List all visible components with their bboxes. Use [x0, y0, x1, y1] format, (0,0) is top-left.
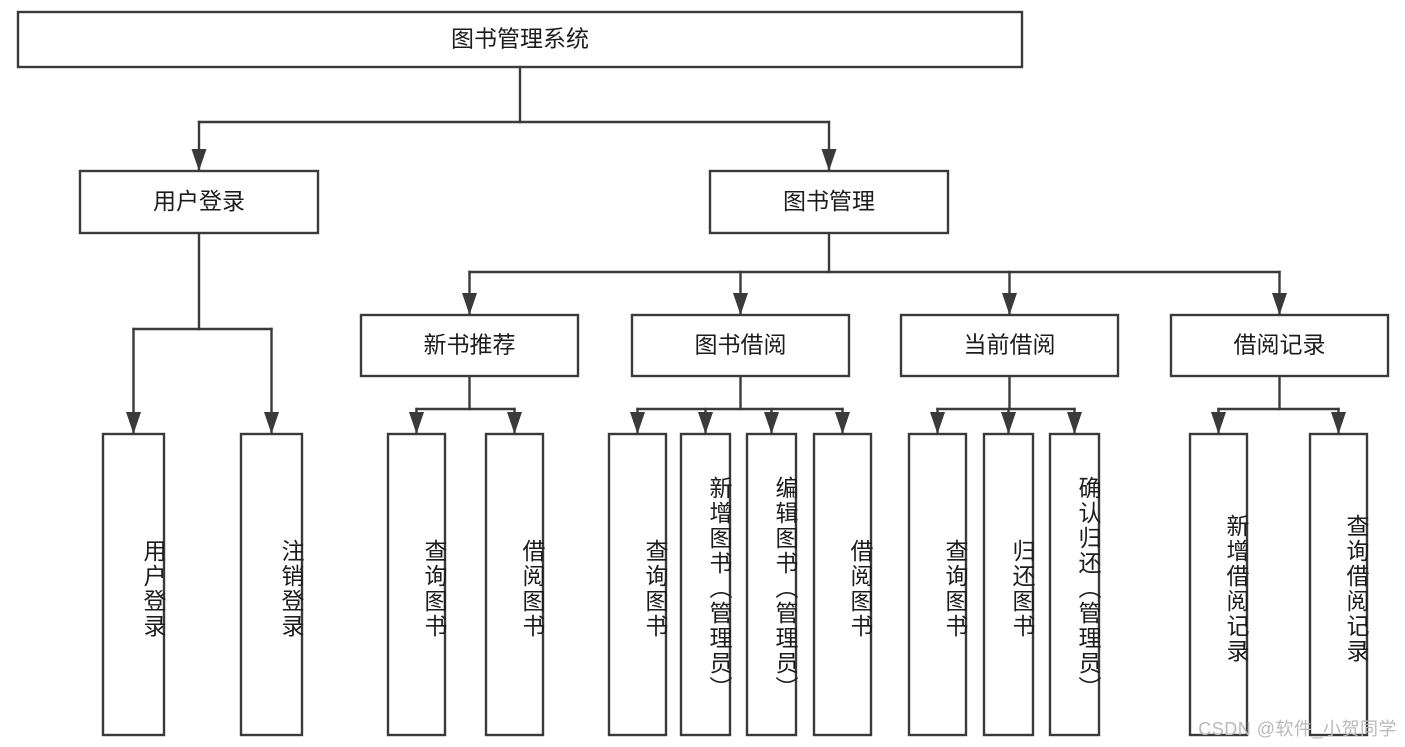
edge-arrowhead — [409, 412, 424, 434]
edge-arrowhead — [630, 412, 645, 434]
edge-arrowhead — [264, 412, 279, 434]
node-level2-借阅记录[interactable] — [1169, 313, 1390, 378]
node-label-level2-2: 当前借阅 — [964, 332, 1056, 358]
edge-arrowhead — [698, 412, 713, 434]
edge-arrowhead — [507, 412, 522, 434]
node-leaf-9-归还图书[interactable] — [982, 432, 1035, 737]
node-leaf-5-新增图书管理员[interactable] — [679, 432, 732, 737]
connector-edges-layer — [126, 65, 1346, 435]
node-leaf-11-新增借阅记录[interactable] — [1188, 432, 1249, 737]
node-level1-图书管理[interactable] — [708, 169, 950, 235]
node-level1-用户登录[interactable] — [78, 169, 320, 235]
node-leaf-2-查询图书[interactable] — [386, 432, 447, 737]
edge-arrowhead — [126, 412, 141, 434]
node-leaf-8-查询图书[interactable] — [907, 432, 968, 737]
edge-arrowhead — [191, 149, 207, 171]
edge-arrowhead — [764, 412, 779, 434]
node-label-level2-1: 图书借阅 — [695, 332, 787, 358]
node-level2-当前借阅[interactable] — [899, 313, 1120, 378]
node-leaf-7-借阅图书[interactable] — [812, 432, 873, 737]
node-label-level1-1: 图书管理 — [783, 188, 875, 214]
edge-arrowhead — [1272, 293, 1287, 315]
node-root-图书管理系统[interactable] — [16, 10, 1024, 69]
edge-arrowhead — [1331, 412, 1346, 434]
csdn-watermark: CSDN @软件_小贺同学 — [1198, 719, 1397, 739]
edge-arrowhead — [733, 293, 748, 315]
node-label-level2-0: 新书推荐 — [424, 332, 516, 358]
edge-arrowhead — [835, 412, 850, 434]
node-leaf-3-借阅图书[interactable] — [484, 432, 545, 737]
edge-arrowhead — [1067, 412, 1082, 434]
edge-arrowhead — [930, 412, 945, 434]
node-level2-新书推荐[interactable] — [359, 313, 580, 378]
node-label-root: 图书管理系统 — [451, 26, 589, 52]
node-leaf-4-查询图书[interactable] — [607, 432, 668, 737]
node-leaf-10-确认归还管理员[interactable] — [1048, 432, 1101, 737]
node-leaf-0-用户登录[interactable] — [101, 432, 166, 737]
edge-arrowhead — [462, 293, 477, 315]
edge-arrowhead — [821, 149, 837, 171]
edge-arrowhead — [1002, 293, 1017, 315]
node-boxes-layer — [16, 10, 1390, 737]
node-level2-图书借阅[interactable] — [630, 313, 851, 378]
node-label-level1-0: 用户登录 — [153, 188, 245, 214]
edge-arrowhead — [1001, 412, 1016, 434]
node-leaf-6-编辑图书管理员[interactable] — [745, 432, 798, 737]
edge-arrowhead — [1211, 412, 1226, 434]
node-leaf-12-查询借阅记录[interactable] — [1308, 432, 1369, 737]
node-label-level2-3: 借阅记录 — [1234, 332, 1326, 358]
node-leaf-1-注销登录[interactable] — [239, 432, 304, 737]
